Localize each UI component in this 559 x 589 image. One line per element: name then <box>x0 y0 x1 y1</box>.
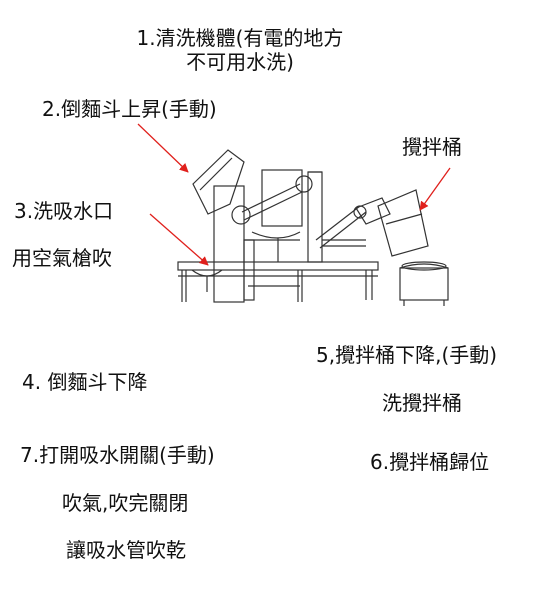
step4-label: 4. 倒麵斗下降 <box>22 370 148 394</box>
step3-line1: 3.洗吸水口 <box>14 199 114 223</box>
arm-pivot-left <box>231 205 251 225</box>
step2-label: 2.倒麵斗上昇(手動) <box>42 97 217 121</box>
dough-hopper <box>192 149 245 215</box>
base-beam <box>177 261 379 271</box>
step1-label: 1.清洗機體(有電的地方 不可用水洗) <box>90 26 390 74</box>
cart-tray <box>401 261 447 271</box>
arm-pivot-right <box>295 175 313 193</box>
step1-line2: 不可用水洗) <box>186 50 294 74</box>
step7-line3: 讓吸水管吹乾 <box>66 538 186 562</box>
right-post <box>307 171 323 263</box>
roller-block <box>261 169 303 227</box>
step7-line1: 7.打開吸水開關(手動) <box>20 443 215 467</box>
central-column <box>213 185 245 303</box>
mixing-bucket-label: 攪拌桶 <box>402 135 462 159</box>
mixing-bucket <box>377 189 429 257</box>
step7-line2: 吹氣,吹完關閉 <box>62 491 189 515</box>
step5-line1: 5,攪拌桶下降,(手動) <box>316 343 498 367</box>
bowl-curve <box>251 231 301 239</box>
step3-line2: 用空氣槍吹 <box>12 246 112 270</box>
ramp-head <box>355 197 391 225</box>
suction-inlet <box>191 269 223 277</box>
arrow-to-suction-inlet <box>149 213 209 266</box>
step5-line2: 洗攪拌桶 <box>382 391 462 415</box>
arrow-to-hopper <box>137 123 189 173</box>
arrow-to-mixing-bucket <box>419 167 451 211</box>
collection-cart <box>399 267 449 301</box>
step6-label: 6.攪拌桶歸位 <box>370 450 490 474</box>
step1-line1: 1.清洗機體(有電的地方 <box>136 26 344 50</box>
machine-frame <box>177 149 449 306</box>
